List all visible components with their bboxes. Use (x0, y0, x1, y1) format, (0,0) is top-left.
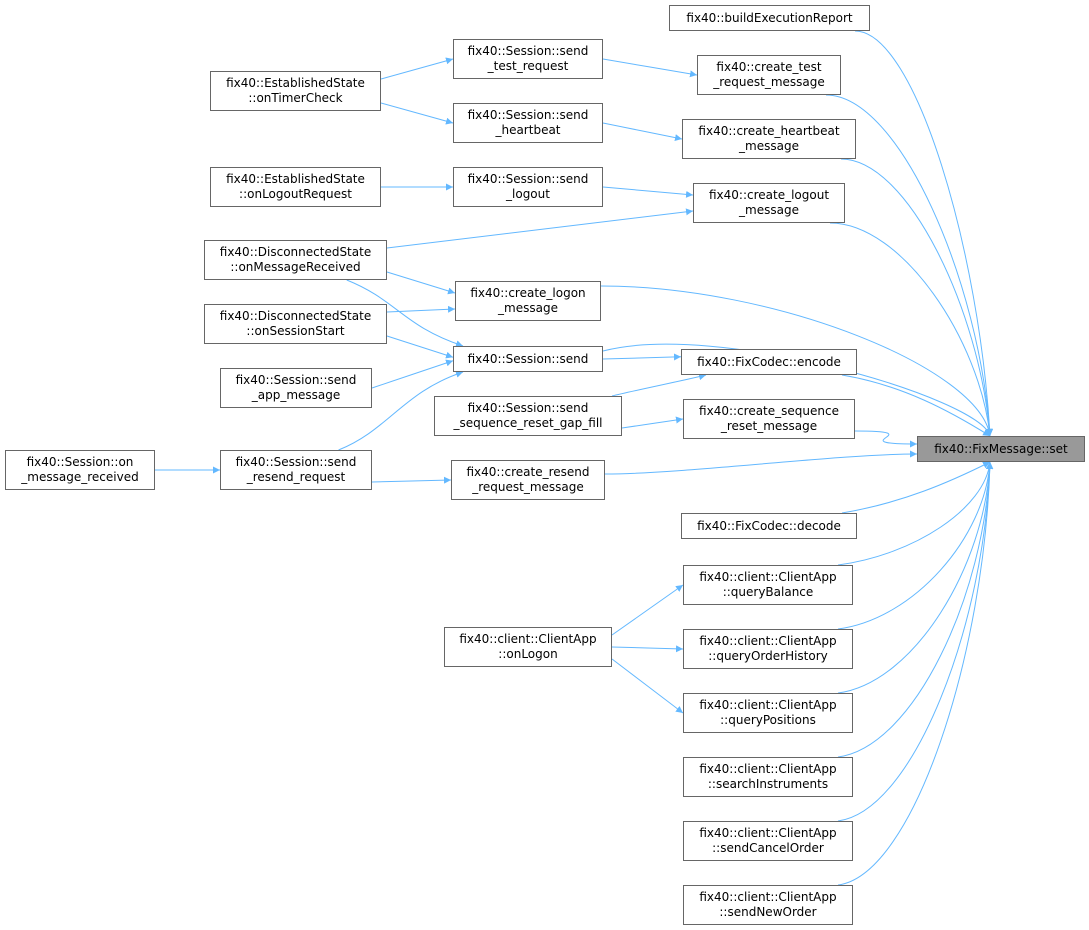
node-on-message-received[interactable]: fix40::Session::on _message_received (5, 450, 155, 490)
edge-send_resend_request-to-session_send (338, 370, 464, 451)
edge-onMessageReceived-to-create_logout_message (386, 208, 694, 249)
edge-create_logon_message-to-set (600, 285, 993, 437)
edge-buildExecutionReport-to-set (854, 30, 994, 437)
node-onmessagereceived[interactable]: fix40::DisconnectedState ::onMessageRece… (204, 240, 387, 280)
edge-queryOrderHistory-to-set (837, 461, 994, 630)
edge-onLogon-to-queryPositions (611, 658, 684, 714)
node-encode[interactable]: fix40::FixCodec::encode (681, 349, 857, 375)
node-onlogon[interactable]: fix40::client::ClientApp ::onLogon (444, 627, 612, 667)
node-querybalance[interactable]: fix40::client::ClientApp ::queryBalance (683, 565, 853, 605)
node-querypositions[interactable]: fix40::client::ClientApp ::queryPosition… (683, 693, 853, 733)
edge-create_heartbeat_message-to-set (840, 158, 993, 437)
edge-send_logout-to-create_logout_message (602, 186, 694, 198)
edge-encode-to-set (841, 374, 991, 437)
node-decode[interactable]: fix40::FixCodec::decode (681, 513, 857, 539)
edge-onMessageReceived-to-create_logon_message (386, 271, 456, 295)
node-create-heartbeat-message[interactable]: fix40::create_heartbeat _message (682, 119, 856, 159)
edge-onTimerCheck-to-send_test_request (380, 57, 454, 80)
node-create-logon-message[interactable]: fix40::create_logon _message (455, 281, 601, 321)
edge-queryBalance-to-set (837, 461, 993, 566)
edge-onLogon-to-queryBalance (611, 584, 684, 636)
edge-send_app_message-to-session_send (371, 359, 454, 389)
edge-onLogon-to-queryOrderHistory (611, 645, 684, 653)
edge-sendNewOrder-to-set (837, 461, 994, 886)
edge-send_heartbeat-to-create_heartbeat_message (602, 122, 683, 142)
node-send-test-request[interactable]: fix40::Session::send _test_request (453, 39, 603, 79)
node-create-logout-message[interactable]: fix40::create_logout _message (693, 183, 845, 223)
edge-send_sequence_reset_gap_fill-to-encode (611, 373, 707, 397)
edge-onTimerCheck-to-send_heartbeat (380, 102, 454, 125)
node-create-test-request-message[interactable]: fix40::create_test _request_message (697, 55, 841, 95)
edge-onSessionStart-to-create_logon_message (386, 305, 456, 313)
node-set: fix40::FixMessage::set (917, 436, 1085, 462)
edge-sendCancelOrder-to-set (837, 461, 994, 822)
node-send-app-message[interactable]: fix40::Session::send _app_message (220, 368, 372, 408)
node-queryorderhistory[interactable]: fix40::client::ClientApp ::queryOrderHis… (683, 629, 853, 669)
node-send-heartbeat[interactable]: fix40::Session::send _heartbeat (453, 103, 603, 143)
node-create-resend-request-message[interactable]: fix40::create_resend _request_message (451, 460, 605, 500)
edge-create_logout_message-to-set (829, 222, 993, 437)
node-send-sequence-reset-gap-fill[interactable]: fix40::Session::send _sequence_reset_gap… (434, 396, 622, 436)
edge-create_resend_request_message-to-set (604, 450, 918, 475)
node-send-resend-request[interactable]: fix40::Session::send _resend_request (220, 450, 372, 490)
edge-onMessageReceived-to-session_send (346, 279, 464, 348)
edge-searchInstruments-to-set (837, 461, 994, 758)
node-ontimercheck[interactable]: fix40::EstablishedState ::onTimerCheck (210, 71, 381, 111)
edge-onSessionStart-to-session_send (386, 335, 454, 359)
node-create-sequence-reset-message[interactable]: fix40::create_sequence _reset_message (683, 399, 855, 439)
edge-create_sequence_reset_message-to-set (854, 430, 918, 448)
edge-create_test_request_message-to-set (825, 94, 994, 437)
edge-send_sequence_reset_gap_fill-to-create_sequence_reset_message (621, 416, 684, 429)
node-buildexecutionreport[interactable]: fix40::buildExecutionReport (669, 5, 870, 31)
node-session-send[interactable]: fix40::Session::send (453, 346, 603, 372)
edge-send_resend_request-to-create_resend_request_message (371, 476, 452, 484)
edge-queryPositions-to-set (837, 461, 994, 694)
node-send-logout[interactable]: fix40::Session::send _logout (453, 167, 603, 207)
edge-session_send-to-encode (602, 353, 682, 361)
node-sendneworder[interactable]: fix40::client::ClientApp ::sendNewOrder (683, 885, 853, 925)
node-onlogoutrequest[interactable]: fix40::EstablishedState ::onLogoutReques… (210, 167, 381, 207)
node-searchinstruments[interactable]: fix40::client::ClientApp ::searchInstrum… (683, 757, 853, 797)
node-sendcancelorder[interactable]: fix40::client::ClientApp ::sendCancelOrd… (683, 821, 853, 861)
node-onsessionstart[interactable]: fix40::DisconnectedState ::onSessionStar… (204, 304, 387, 344)
edge-send_test_request-to-create_test_request_message (602, 58, 698, 78)
edge-decode-to-set (841, 461, 991, 514)
